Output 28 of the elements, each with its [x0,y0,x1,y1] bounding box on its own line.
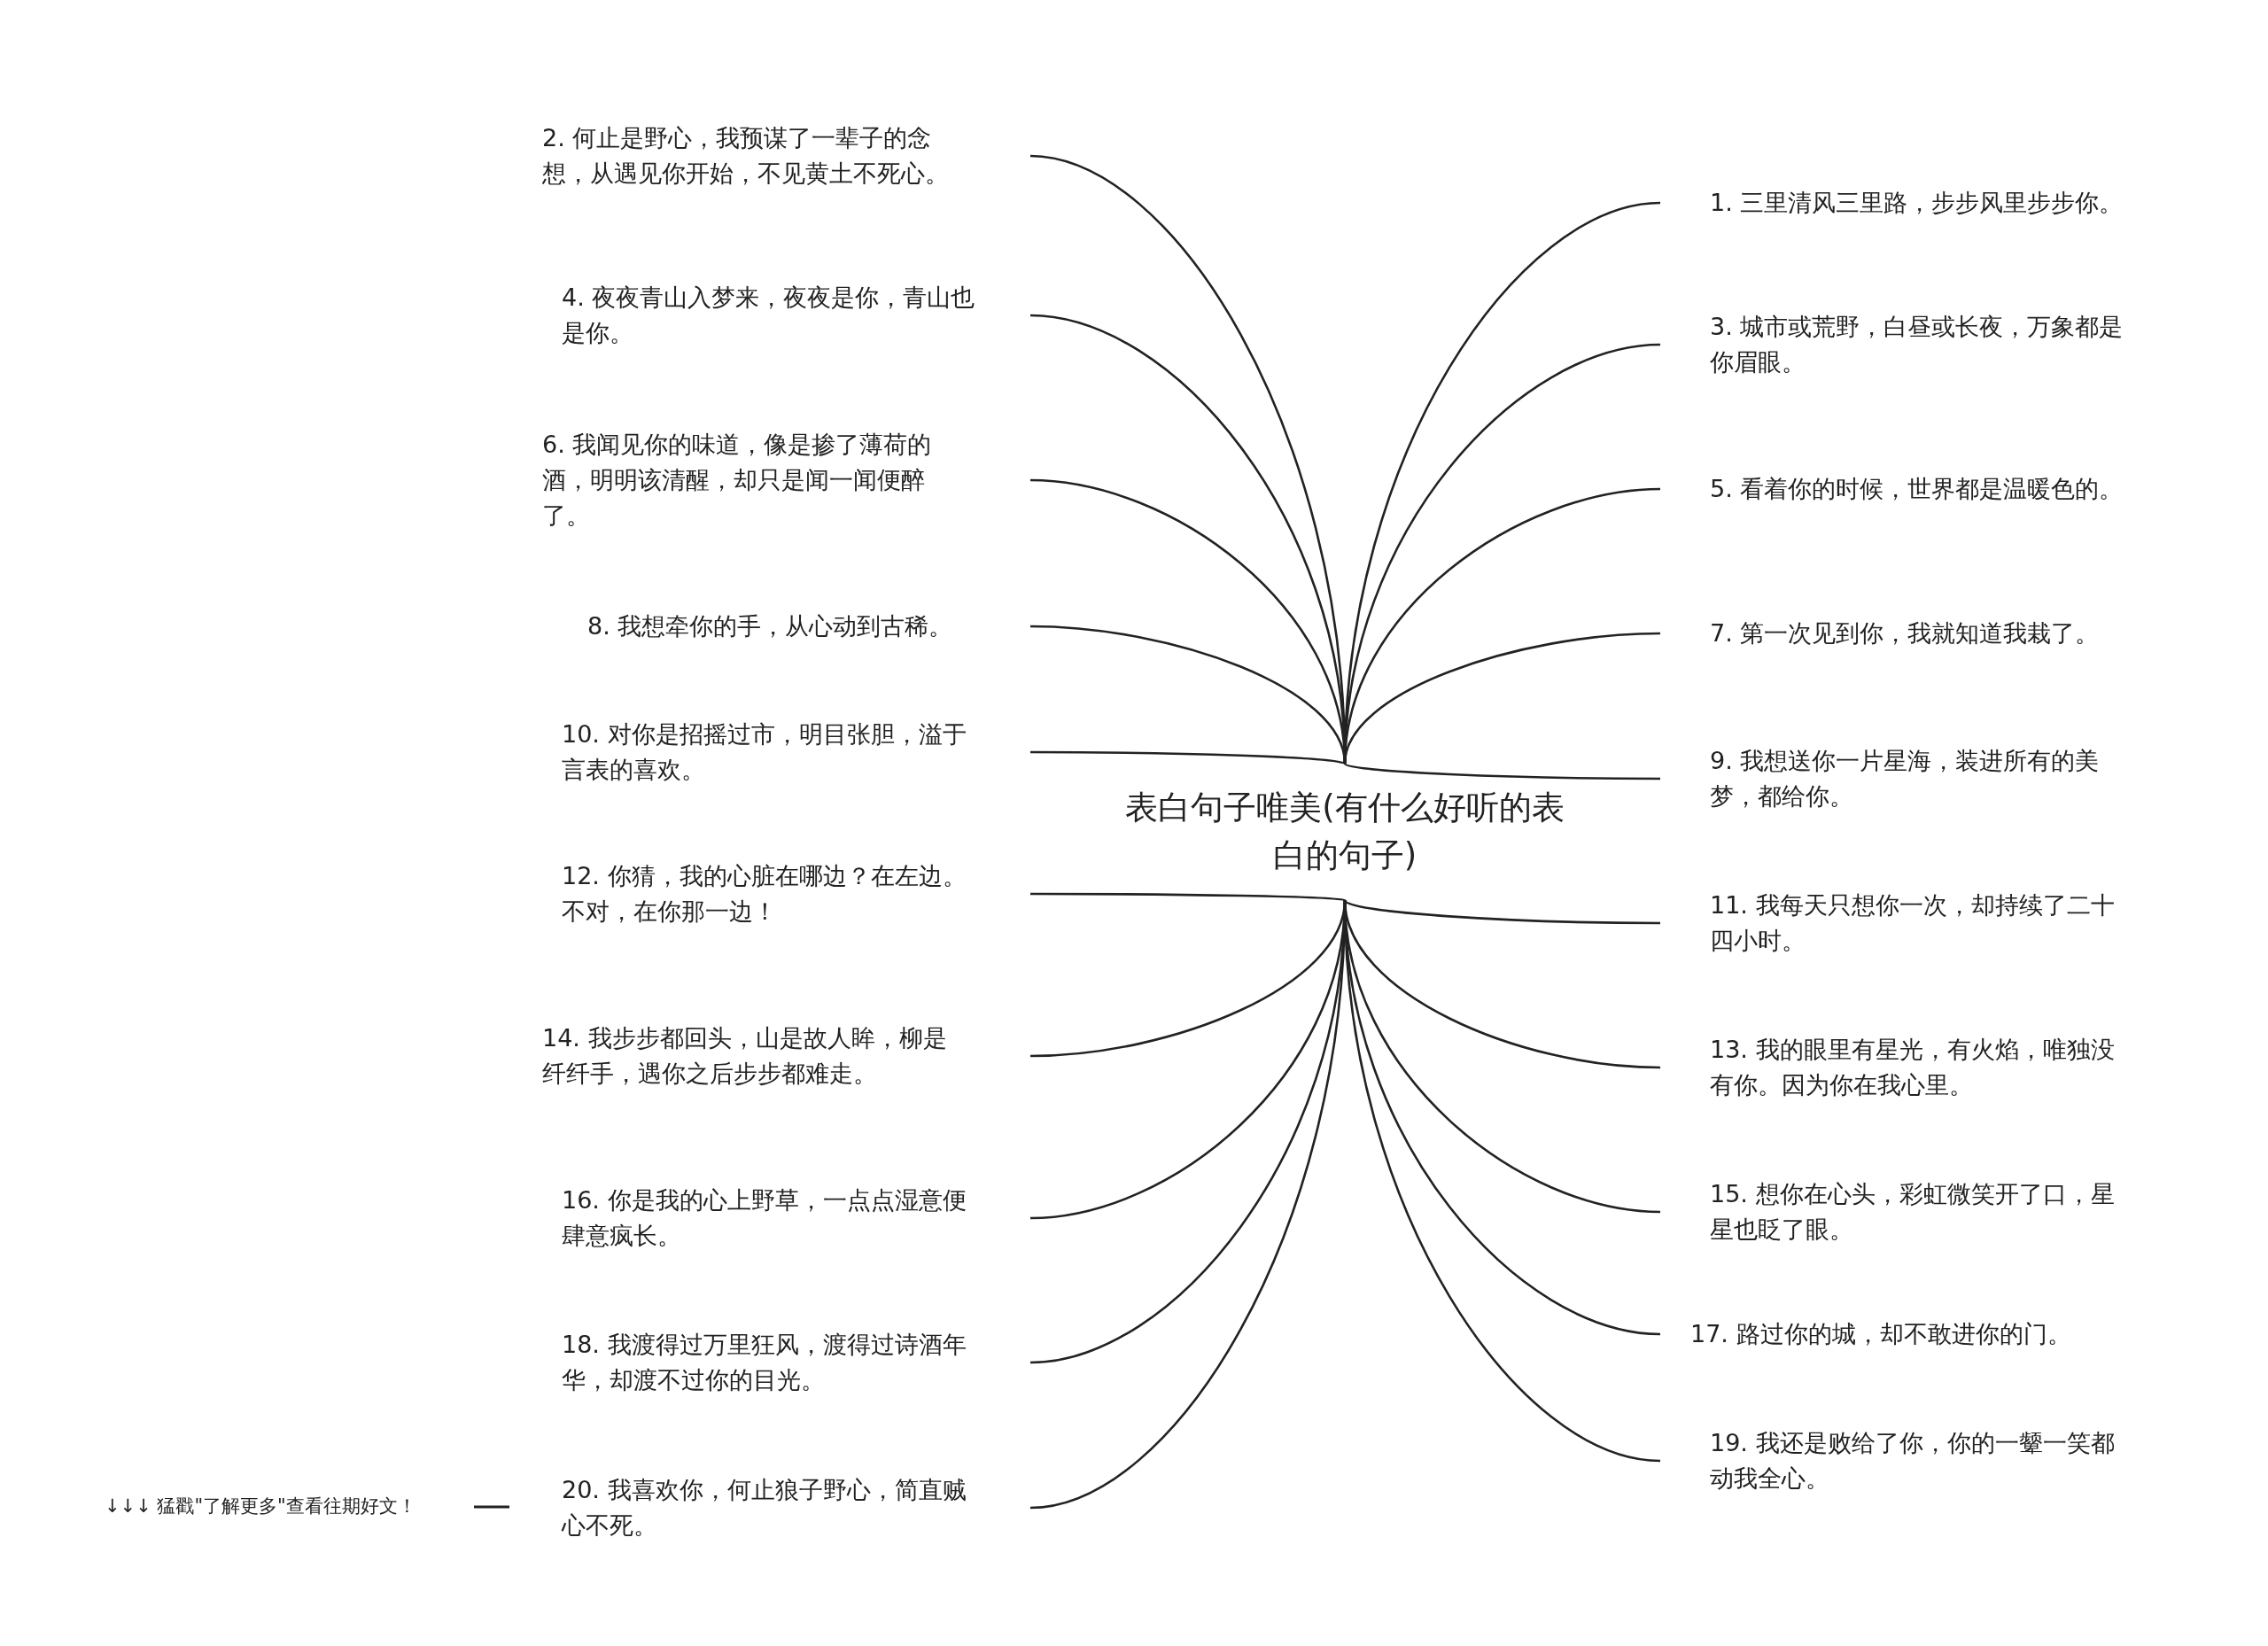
quote-text: 18. 我渡得过万里狂风，渡得过诗酒年华，却渡不过你的目光。 [562,1330,967,1395]
quote-text: 8. 我想牵你的手，从心动到古稀。 [587,611,954,641]
central-topic: 表白句子唯美(有什么好听的表白的句子) [1125,788,1565,876]
quote-text: 12. 你猜，我的心脏在哪边？在左边。不对，在你那一边！ [562,861,967,927]
branch-line [1029,899,1347,1510]
quote-text: 10. 对你是招摇过市，明目张胆，溢于言表的喜欢。 [562,719,967,785]
quote-text: 14. 我步步都回头，山是故人眸，柳是纤纤手，遇你之后步步都难走。 [542,1023,948,1089]
quote-text: 15. 想你在心头，彩虹微笑开了口，星星也眨了眼。 [1710,1179,2116,1245]
branch-line [1344,762,1660,780]
quote-text: 16. 你是我的心上野草，一点点湿意便肆意疯长。 [562,1185,967,1251]
quote-text: 1. 三里清风三里路，步步风里步步你。 [1710,188,2124,218]
branch-line [1030,892,1346,902]
footer-note: ↓↓↓ 猛戳"了解更多"查看往期好文！ [105,1495,416,1518]
quote-text: 13. 我的眼里有星光，有火焰，唯独没有你。因为你在我心里。 [1710,1035,2116,1100]
quote-text: 20. 我喜欢你，何止狼子野心，简直贼心不死。 [562,1475,967,1541]
branch-line [1029,625,1347,765]
quote-text: 7. 第一次见到你，我就知道我栽了。 [1710,618,2101,648]
quote-text: 5. 看着你的时候，世界都是温暖色的。 [1710,474,2124,504]
branch-line [1344,899,1660,925]
quote-text: 17. 路过你的城，却不敢进你的门。 [1690,1319,2072,1349]
quote-text: 2. 何止是野心，我预谋了一辈子的念想，从遇见你开始，不见黄土不死心。 [542,123,950,189]
branch-line [1030,750,1346,765]
quote-text: 6. 我闻见你的味道，像是掺了薄荷的酒，明明该清醒，却只是闻一闻便醉了。 [542,430,933,531]
quote-text: 3. 城市或荒野，白昼或长夜，万象都是你眉眼。 [1710,312,2124,377]
quote-text: 19. 我还是败给了你，你的一颦一笑都动我全心。 [1710,1428,2116,1494]
quote-text: 11. 我每天只想你一次，却持续了二十四小时。 [1710,890,2116,956]
quote-text: 4. 夜夜青山入梦来，夜夜是你，青山也是你。 [562,283,976,348]
quote-text: 9. 我想送你一片星海，装进所有的美梦，都给你。 [1710,746,2101,811]
